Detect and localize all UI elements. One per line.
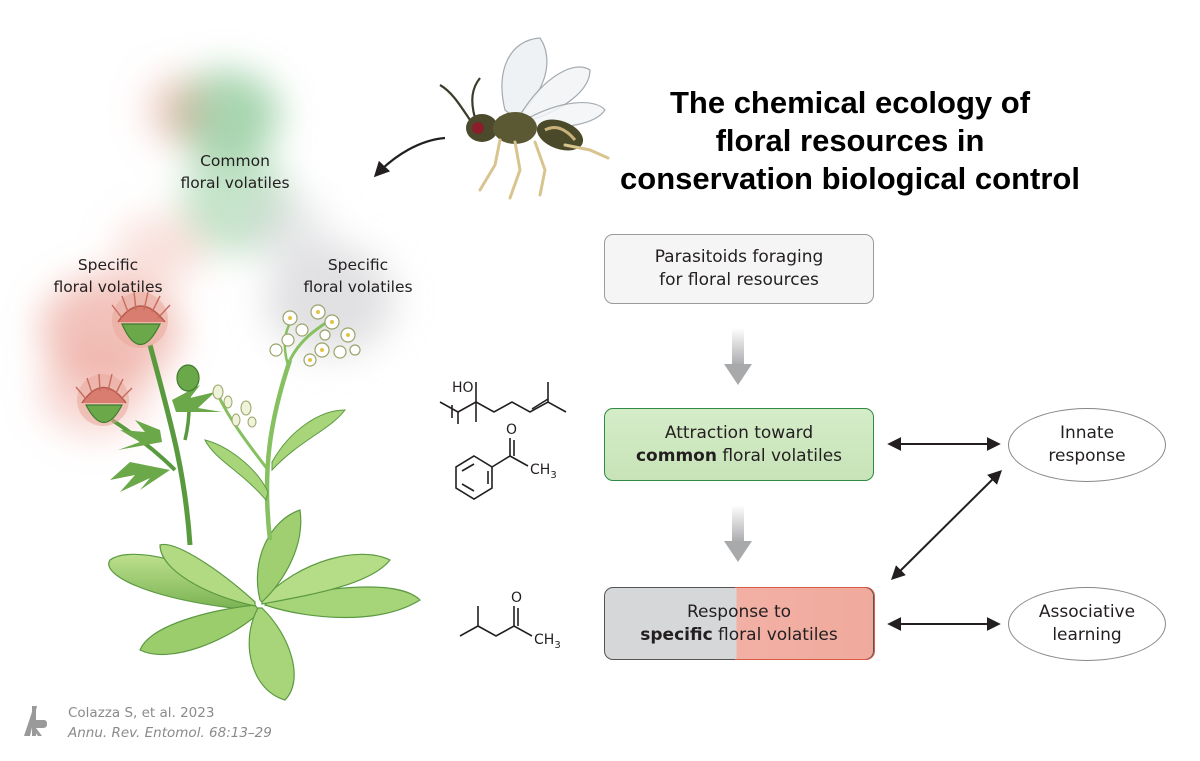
emphasis-text: common: [635, 445, 717, 466]
crucifer-flowers: [269, 304, 361, 367]
innate-response-diagonal-arrow: [891, 470, 1002, 580]
thistle-leaf: [110, 462, 170, 492]
ketone-methyl-label: CH3: [534, 632, 561, 651]
citation: Colazza S, et al. 2023 Annu. Rev. Entomo…: [68, 703, 272, 743]
box-text-line: common floral volatiles: [636, 445, 842, 468]
box-text-line: Response to: [686, 601, 792, 622]
annual-reviews-logo: [24, 706, 47, 736]
thistle-leaf: [118, 420, 162, 450]
ketone-oxygen-label: O: [511, 590, 523, 606]
label-line: floral volatiles: [180, 174, 290, 192]
box-text-rest: floral volatiles: [716, 445, 843, 466]
methyl-text: CH: [530, 462, 551, 478]
ellipse-text-line: Associative: [1038, 602, 1136, 622]
box-text-line: for floral resources: [659, 270, 819, 290]
wasp-thorax: [493, 112, 537, 144]
flow-arrow-1: [724, 328, 752, 385]
title-line: The chemical ecology of: [669, 85, 1031, 120]
rosette-leaf: [261, 553, 391, 605]
label-line: floral volatiles: [53, 278, 163, 296]
box-text-line: specific floral volatiles: [640, 624, 837, 647]
parasitoid-wasp-illustration: [439, 37, 610, 200]
label-line: Specific: [77, 256, 139, 274]
label-line: Specific: [327, 256, 389, 274]
crucifer-flower-centers: [288, 310, 350, 362]
box-text-line: Attraction toward: [664, 422, 814, 443]
box-text-line: Parasitoids foraging: [654, 247, 824, 267]
box-text-rest: floral volatiles: [712, 624, 838, 645]
specific-volatiles-left-label: Specific floral volatiles: [48, 254, 168, 298]
rosette-leaf: [159, 543, 256, 607]
figure-title: The chemical ecology of floral resources…: [600, 84, 1100, 198]
thistle-stem: [147, 344, 193, 546]
citation-journal: Annu. Rev. Entomol. 68:13–29: [68, 725, 272, 741]
ellipse-text-line: Innate: [1059, 423, 1115, 443]
innate-response-ellipse: Innate response: [1008, 408, 1166, 482]
label-line: Common: [200, 152, 270, 170]
emphasis-text: specific: [640, 624, 713, 645]
rosette-leaf: [256, 509, 302, 603]
flow-arrow-2: [724, 505, 752, 562]
response-box-red-edge: [734, 586, 875, 660]
crucifer-leaf: [204, 439, 269, 502]
citation-authors: Colazza S, et al. 2023: [68, 705, 215, 721]
acetophenone-structure: [455, 438, 529, 500]
thistle-flower: [111, 291, 171, 348]
wasp-antenna: [471, 77, 481, 119]
response-box: Response to specific floral volatiles: [604, 586, 875, 660]
thistle-bud: [176, 364, 200, 392]
label-line: floral volatiles: [303, 278, 413, 296]
crucifer-buds: [212, 384, 257, 428]
ellipse-text-line: response: [1048, 446, 1126, 466]
specific-volatile-cloud-right: [250, 195, 330, 265]
wasp-legs: [478, 138, 610, 200]
methyl-text: CH: [534, 632, 555, 648]
methyl-subscript: 3: [550, 469, 557, 481]
wasp-antenna: [439, 84, 471, 121]
methylpentanone-structure: [459, 606, 533, 637]
common-volatiles-label: Common floral volatiles: [175, 150, 295, 194]
specific-volatile-cloud-left: [115, 215, 205, 285]
common-volatile-cloud: [145, 75, 205, 145]
linalool-oh-label: HO: [452, 380, 474, 396]
methyl-subscript: 3: [554, 639, 561, 651]
rosette-leaf: [139, 604, 261, 655]
acetophenone-oxygen-label: O: [506, 422, 518, 438]
crucifer-leaf: [271, 409, 347, 472]
thistle-leaf: [172, 385, 222, 412]
title-line: conservation biological control: [620, 161, 1080, 196]
title-line: floral resources in: [715, 123, 985, 158]
wasp-to-volatiles-arrow: [373, 136, 446, 178]
acetophenone-methyl-label: CH3: [530, 462, 557, 481]
associative-learning-ellipse: Associative learning: [1008, 587, 1166, 661]
crucifer-stem: [216, 394, 270, 471]
thistle-flower: [75, 373, 133, 426]
attraction-box: Attraction toward common floral volatile…: [604, 408, 874, 481]
wasp-eye: [472, 122, 484, 134]
ellipse-text-line: learning: [1052, 625, 1122, 645]
specific-volatiles-right-label: Specific floral volatiles: [298, 254, 418, 298]
foraging-box: Parasitoids foraging for floral resource…: [604, 234, 874, 304]
linalool-structure: [439, 382, 567, 424]
rosette-leaf: [248, 607, 295, 701]
wasp-abdomen-stripe: [544, 126, 577, 141]
plant-illustration: [75, 291, 421, 701]
crucifer-stem: [264, 359, 293, 541]
